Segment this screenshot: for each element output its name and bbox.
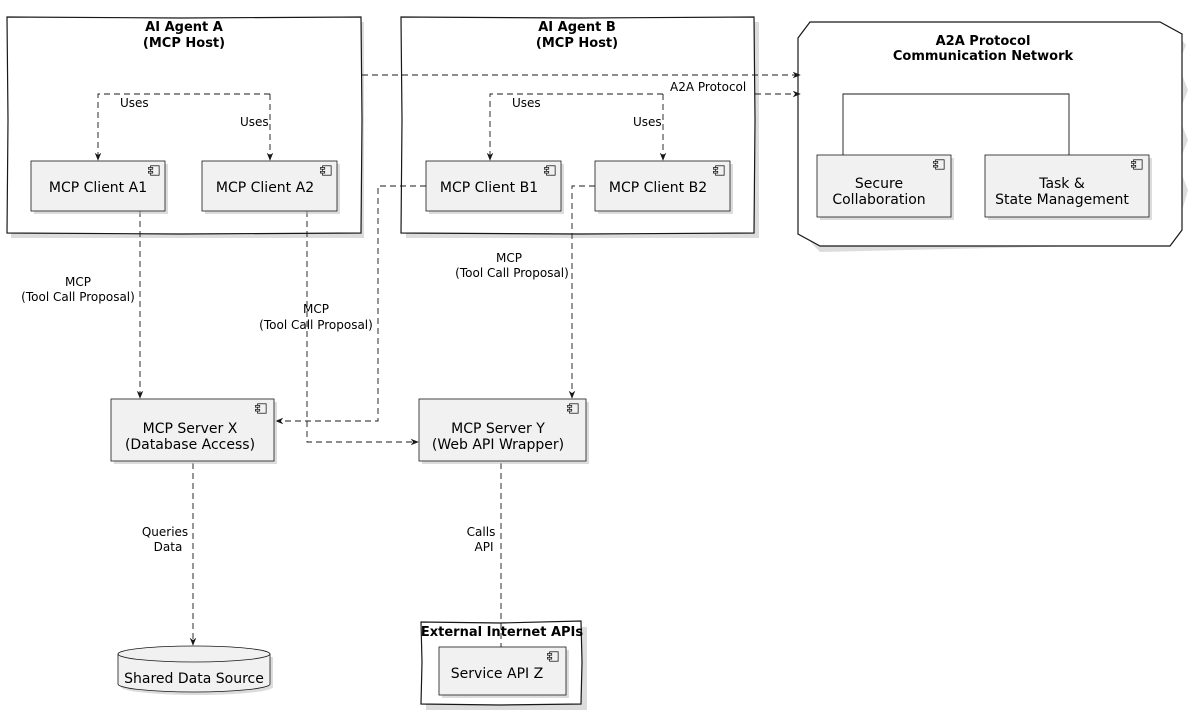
server-x-label-line1: MCP Server X <box>143 421 238 437</box>
component-client-a2[interactable]: MCP Client A2 <box>201 160 340 214</box>
component-server-x[interactable]: MCP Server X (Database Access) <box>110 398 277 464</box>
component-service-api-z[interactable]: Service API Z <box>438 646 569 698</box>
a2a-title: A2A Protocol <box>936 34 1031 49</box>
task-label-line1: Task & <box>1038 176 1085 192</box>
edge-b2-to-server-y <box>568 185 595 399</box>
component-client-b1[interactable]: MCP Client B1 <box>425 160 564 214</box>
agent-b-subtitle: (MCP Host) <box>536 36 618 51</box>
edge-uses-b1 <box>486 93 663 161</box>
a2a-subtitle: Communication Network <box>893 49 1074 64</box>
client-a1-label: MCP Client A1 <box>49 180 147 196</box>
edge-label-uses-a2: Uses <box>240 115 269 129</box>
server-x-label-line2: (Database Access) <box>125 437 255 453</box>
agent-b-title: AI Agent B <box>538 20 616 35</box>
component-client-a1[interactable]: MCP Client A1 <box>30 160 168 214</box>
edge-label-queries: Queries <box>142 525 188 539</box>
service-z-label: Service API Z <box>451 666 543 682</box>
server-y-label-line2: (Web API Wrapper) <box>432 437 564 453</box>
server-y-label-line1: MCP Server Y <box>451 421 545 437</box>
edge-label-proposal-a2: (Tool Call Proposal) <box>259 318 373 332</box>
edge-b1-to-server-x <box>275 185 426 425</box>
component-client-b2[interactable]: MCP Client B2 <box>594 160 733 214</box>
component-task-state-management[interactable]: Task & State Management <box>984 154 1152 220</box>
client-b2-label: MCP Client B2 <box>609 180 707 196</box>
edges: Uses Uses Uses Uses A2A Protocol MCP (To… <box>21 71 801 656</box>
edge-label-uses-a1: Uses <box>120 96 149 110</box>
edge-label-proposal-a1: (Tool Call Proposal) <box>21 290 135 304</box>
edge-label-a2a-protocol: A2A Protocol <box>670 80 746 94</box>
edge-a2-to-server-y <box>306 211 419 446</box>
agent-a-subtitle: (MCP Host) <box>143 36 225 51</box>
edge-label-mcp-a1: MCP <box>65 275 91 289</box>
shared-db-label: Shared Data Source <box>124 671 264 687</box>
client-a2-label: MCP Client A2 <box>216 180 314 196</box>
edge-label-calls: Calls <box>467 525 496 539</box>
component-secure-collaboration[interactable]: Secure Collaboration <box>816 154 954 220</box>
edge-label-mcp-a2: MCP <box>303 302 329 316</box>
edge-label-mcp-b2: MCP <box>496 251 522 265</box>
edge-label-uses-b1: Uses <box>512 96 541 110</box>
database-icon <box>117 645 271 663</box>
edge-label-uses-b2: Uses <box>633 115 662 129</box>
agent-a-title: AI Agent A <box>145 20 223 35</box>
edge-label-proposal-b2: (Tool Call Proposal) <box>455 266 569 280</box>
component-server-y[interactable]: MCP Server Y (Web API Wrapper) <box>418 398 589 464</box>
external-apis-title: External Internet APIs <box>421 625 583 640</box>
secure-label-line1: Secure <box>855 176 903 192</box>
edge-label-api: API <box>475 540 494 554</box>
database-shared-data-source[interactable]: Shared Data Source <box>117 645 273 695</box>
task-label-line2: State Management <box>995 192 1129 208</box>
client-b1-label: MCP Client B1 <box>440 180 538 196</box>
edge-label-data: Data <box>154 540 183 554</box>
secure-label-line2: Collaboration <box>832 192 925 208</box>
edge-uses-a1 <box>94 93 270 161</box>
